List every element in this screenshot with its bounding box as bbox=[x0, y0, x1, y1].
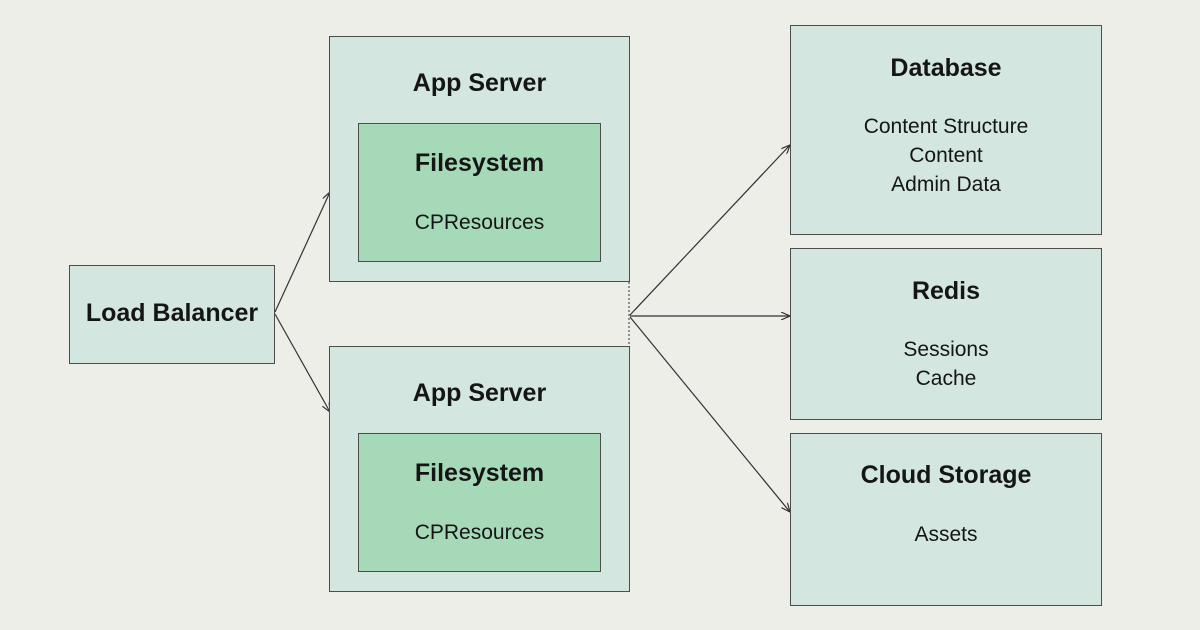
filesystem-item: CPResources bbox=[414, 211, 545, 234]
cloud-storage-item: Assets bbox=[914, 523, 978, 546]
app-server-title: App Server bbox=[412, 379, 547, 407]
database-box: Database Content Structure Content Admin… bbox=[790, 25, 1102, 235]
filesystem-box: Filesystem CPResources bbox=[358, 123, 601, 262]
arrow-app-to-cloud-storage bbox=[629, 316, 790, 512]
arrow-lb-to-app-server-1 bbox=[274, 192, 330, 313]
app-server-title: App Server bbox=[412, 69, 547, 97]
database-title: Database bbox=[890, 54, 1002, 82]
load-balancer-box: Load Balancer bbox=[69, 265, 275, 364]
filesystem-title: Filesystem bbox=[414, 149, 545, 177]
database-item: Content Structure bbox=[863, 115, 1029, 138]
redis-item: Sessions bbox=[903, 338, 989, 361]
redis-item: Cache bbox=[915, 367, 977, 390]
cloud-storage-box: Cloud Storage Assets bbox=[790, 433, 1102, 606]
redis-title: Redis bbox=[911, 277, 981, 305]
filesystem-title: Filesystem bbox=[414, 459, 545, 487]
redis-box: Redis Sessions Cache bbox=[790, 248, 1102, 420]
arrow-lb-to-app-server-2 bbox=[274, 313, 330, 412]
app-server-box: App Server Filesystem CPResources bbox=[329, 36, 630, 282]
database-item: Content bbox=[909, 144, 983, 167]
database-item: Admin Data bbox=[891, 173, 1001, 196]
load-balancer-title: Load Balancer bbox=[85, 299, 259, 327]
filesystem-item: CPResources bbox=[414, 521, 545, 544]
app-server-box: App Server Filesystem CPResources bbox=[329, 346, 630, 592]
filesystem-box: Filesystem CPResources bbox=[358, 433, 601, 572]
arrow-app-to-database bbox=[629, 145, 790, 316]
cloud-storage-title: Cloud Storage bbox=[860, 461, 1032, 489]
